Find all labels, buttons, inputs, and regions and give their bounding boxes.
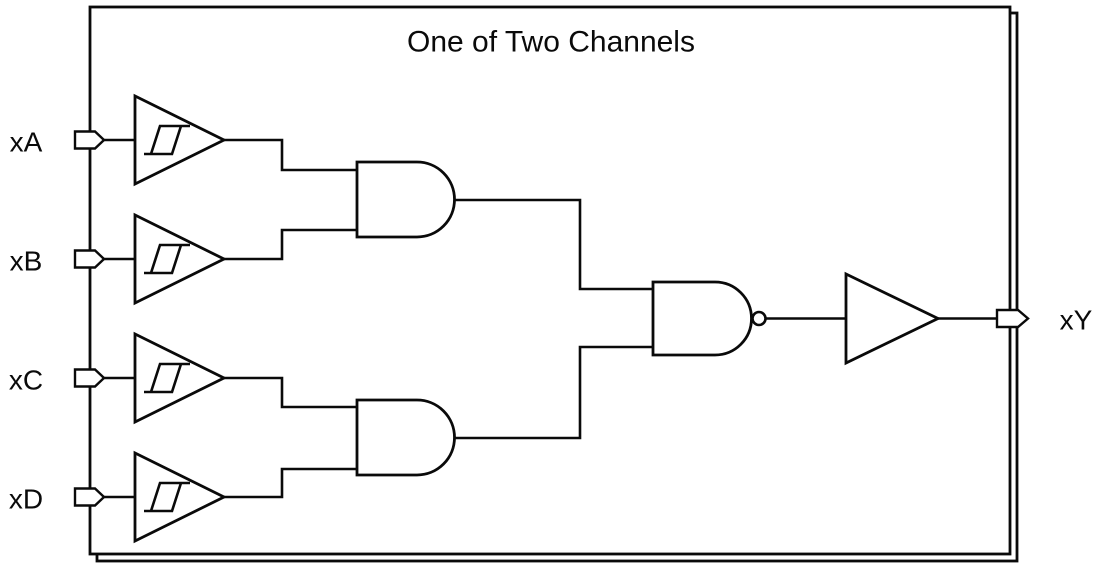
- input-pin-xa: [73, 130, 106, 150]
- channel-box-front: [88, 5, 1012, 556]
- input-label-xb: xB: [10, 246, 43, 277]
- schmitt-trigger-buffer-icon: [133, 450, 228, 544]
- and-gate-icon: [355, 160, 456, 239]
- schmitt-trigger-buffer-icon: [133, 212, 228, 306]
- input-pin-xb: [73, 249, 106, 269]
- input-label-xa: xA: [10, 127, 43, 158]
- output-label-xy: xY: [1060, 305, 1093, 336]
- wire: [222, 138, 359, 172]
- input-pin-xd: [73, 487, 106, 507]
- and-gate-icon: [355, 398, 456, 477]
- inversion-bubble: [751, 310, 767, 327]
- input-pin-xc: [73, 368, 106, 388]
- wire: [453, 345, 655, 440]
- input-label-xd: xD: [9, 484, 43, 515]
- wire: [222, 228, 359, 261]
- diagram-title: One of Two Channels: [407, 26, 695, 59]
- wire: [222, 467, 359, 499]
- wire: [453, 198, 655, 291]
- schmitt-trigger-buffer-icon: [133, 93, 228, 187]
- input-label-xc: xC: [9, 365, 43, 396]
- nand-gate-icon: [651, 280, 767, 357]
- wire: [222, 376, 359, 409]
- buffer-icon: [844, 271, 942, 366]
- output-pin-xy: [995, 308, 1030, 329]
- schmitt-trigger-buffer-icon: [133, 331, 228, 425]
- diagram-root: One of Two Channels: [9, 5, 1093, 563]
